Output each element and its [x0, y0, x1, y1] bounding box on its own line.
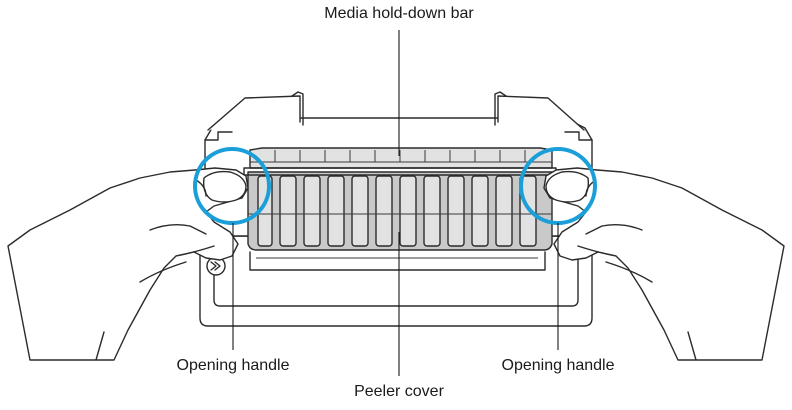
left-handle-highlight: [193, 147, 271, 225]
label-opening-handle-right: Opening handle: [502, 357, 615, 374]
label-opening-handle-left: Opening handle: [177, 357, 290, 374]
label-media-hold-down-bar: Media hold-down bar: [324, 5, 474, 22]
label-peeler-cover: Peeler cover: [354, 383, 444, 400]
double-chevron-right-icon: [210, 261, 221, 271]
media-hold-down-bar: [249, 147, 553, 169]
right-hand: [543, 167, 785, 361]
peeler-cover: [243, 167, 557, 251]
